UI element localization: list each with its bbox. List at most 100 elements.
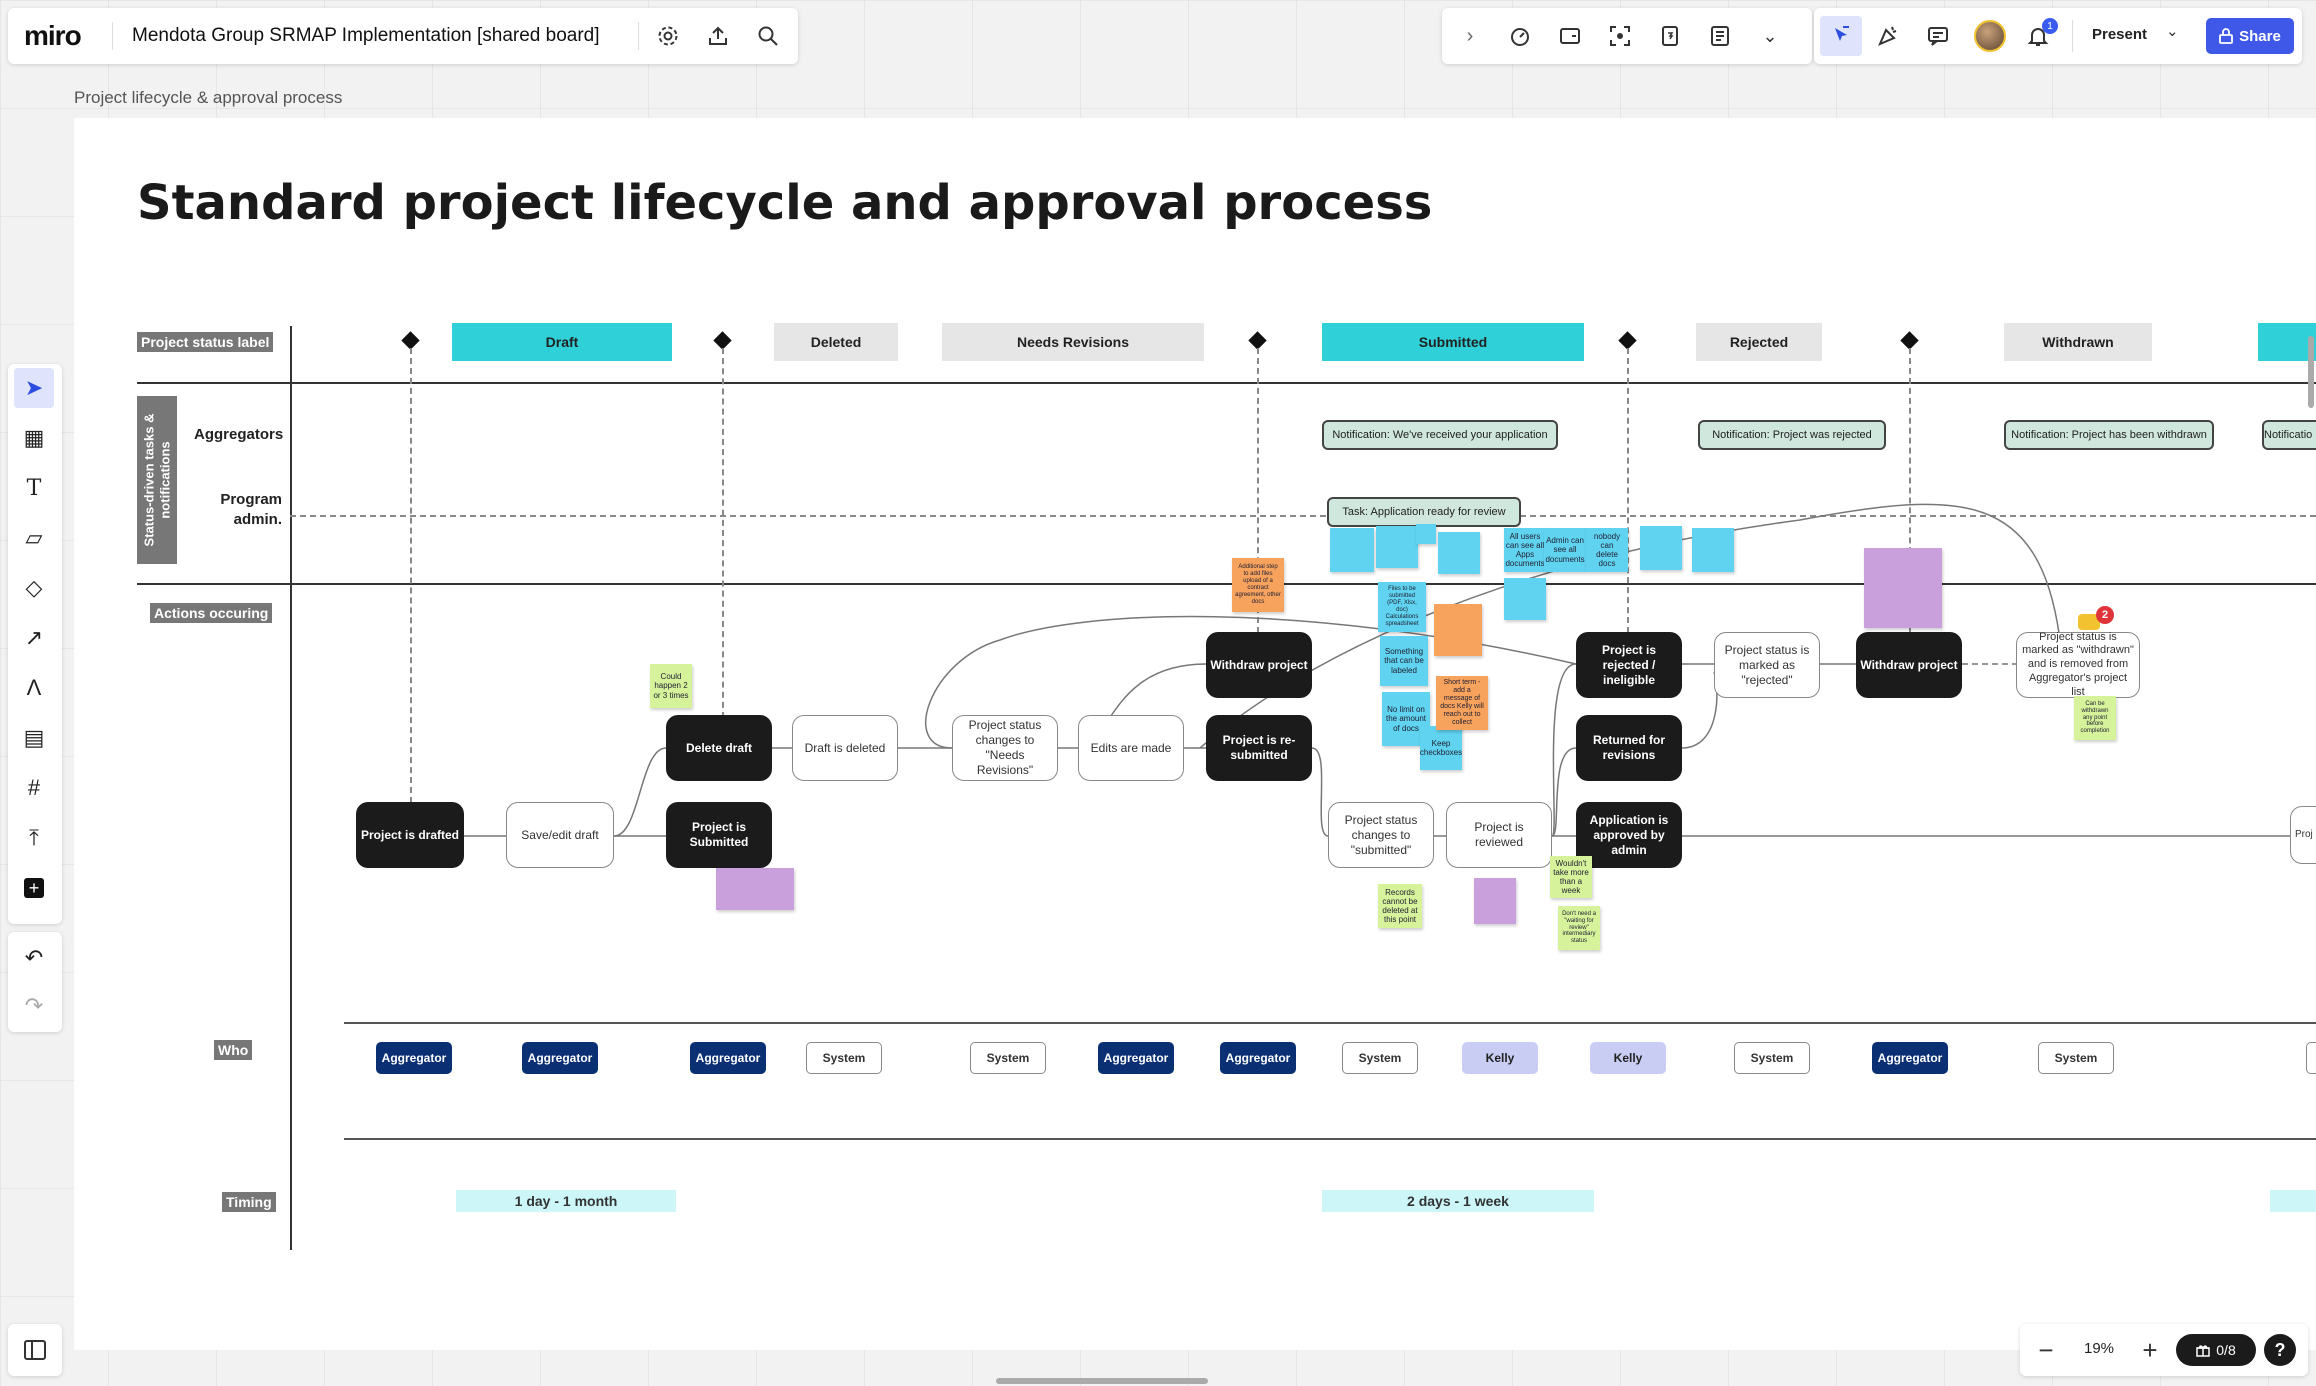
settings-icon[interactable] [650,18,686,54]
sticky-note[interactable]: Could happen 2 or 3 times [650,664,692,708]
node-project-submitted[interactable]: Project is Submitted [666,802,772,868]
divider [112,22,113,50]
sticky-note[interactable]: Don't need a "waiting for review" interm… [1558,906,1600,950]
sticky-note[interactable]: Records cannot be deleted at this point [1378,884,1422,928]
node-returned-revisions[interactable]: Returned for revisions [1576,715,1682,781]
sticky-note[interactable] [716,868,794,910]
zoom-in-icon[interactable]: + [2142,1334,2158,1365]
sticky-note-icon[interactable]: ▱ [25,525,43,550]
sticky-note[interactable]: Keep checkboxes [1420,726,1462,770]
node-delete-draft[interactable]: Delete draft [666,715,772,781]
more-chevrons-icon[interactable]: ⌄ [1762,25,1778,46]
node-project-reviewed[interactable]: Project is reviewed [1446,802,1552,868]
node-save-edit-draft[interactable]: Save/edit draft [506,802,614,868]
board-title[interactable]: Mendota Group SRMAP Implementation [shar… [132,25,600,46]
sticky-note[interactable] [1504,578,1546,620]
sticky-note[interactable] [1438,532,1480,574]
node-edits-made[interactable]: Edits are made [1078,715,1184,781]
sticky-note[interactable]: Short term - add a message of docs Kelly… [1436,676,1488,730]
status-header-deleted: Deleted [774,323,898,361]
node-approved-admin[interactable]: Application is approved by admin [1576,802,1682,868]
node-rejected-ineligible[interactable]: Project is rejected / ineligible [1576,632,1682,698]
node-status-withdrawn[interactable]: Project status is marked as "withdrawn" … [2016,631,2140,698]
present-options-chevron-icon[interactable]: ⌄ [2166,23,2179,40]
connector-line-icon[interactable]: ↗ [24,625,44,650]
actions-row-label: Actions occuring [150,603,273,623]
zoom-out-icon[interactable]: − [2038,1334,2054,1365]
templates-icon[interactable]: ▦ [23,425,45,450]
sticky-note[interactable] [1864,548,1942,628]
sidebar-panel-icon [24,1340,46,1365]
redo-icon[interactable]: ↷ [24,993,44,1018]
status-header-cut [2258,323,2316,361]
card-icon[interactable] [1552,18,1588,54]
comment-icon[interactable]: ▤ [23,725,45,750]
node-status-rejected[interactable]: Project status is marked as "rejected" [1714,632,1820,698]
sticky-note[interactable]: Something that can be labeled [1380,636,1428,686]
who-badge: Aggregator [1220,1042,1296,1074]
sticky-note[interactable]: Files to be submitted (PDF, Xlsx, doc) C… [1378,582,1426,632]
node-status-needs-revisions[interactable]: Project status changes to "Needs Revisio… [952,715,1058,781]
who-badge-cut [2306,1042,2316,1074]
sticky-note[interactable] [1434,604,1482,656]
status-header-needs-revisions: Needs Revisions [942,323,1204,361]
sticky-note[interactable]: Additional step to add files upload of a… [1232,558,1284,612]
sticky-note[interactable]: Can be withdrawn any point before comple… [2074,696,2116,740]
sticky-note[interactable]: Admin can see all documents [1544,528,1586,572]
undo-icon[interactable]: ↶ [24,945,44,970]
sticky-note[interactable] [1330,528,1374,572]
node-withdraw-project-2[interactable]: Withdraw project [1856,632,1962,698]
timer-icon[interactable] [1502,18,1538,54]
more-apps-icon[interactable]: + [14,868,54,908]
frame-label[interactable]: Project lifecycle & approval process [74,88,343,107]
node-draft-deleted[interactable]: Draft is deleted [792,715,898,781]
chevron-right-icon[interactable]: › [1466,24,1474,47]
who-badge: System [1734,1042,1810,1074]
vertical-scrollbar[interactable] [2308,336,2314,408]
select-tool-icon[interactable]: ➤ [14,368,54,408]
help-button[interactable]: ? [2264,1334,2296,1366]
search-icon[interactable] [750,18,786,54]
node-project-resubmitted[interactable]: Project is re-submitted [1206,715,1312,781]
node-status-submitted[interactable]: Project status changes to "submitted" [1328,802,1434,868]
gift-counter[interactable]: 0/8 [2176,1334,2256,1366]
sticky-note[interactable]: Wouldn't take more than a week [1550,856,1592,898]
reactions-icon[interactable] [1870,18,1906,54]
frame-icon[interactable]: # [27,775,41,800]
bell-icon[interactable] [2020,18,2056,54]
who-badge: Aggregator [522,1042,598,1074]
share-button[interactable]: Share [2206,18,2294,54]
sticky-note[interactable]: nobody can delete docs [1586,528,1628,572]
node-cut[interactable]: Proj "ap [2290,806,2316,864]
document-icon[interactable] [1702,18,1738,54]
present-button[interactable]: Present [2092,26,2148,43]
user-avatar[interactable] [1974,20,2006,52]
shapes-icon[interactable]: ◇ [25,575,43,600]
gift-counter-label: 0/8 [2216,1342,2236,1358]
upload-icon[interactable]: ⤒ [29,825,39,850]
sticky-note[interactable] [1416,524,1436,544]
zoom-level[interactable]: 19% [2084,1340,2115,1357]
who-badge: System [2038,1042,2114,1074]
miro-logo[interactable]: miro [24,20,82,51]
milestone-dashed-line [1909,348,1911,633]
screen-capture-icon[interactable] [1602,18,1638,54]
comments-icon[interactable] [1920,18,1956,54]
horizontal-scrollbar[interactable] [996,1378,1208,1384]
text-tool-icon[interactable]: T [26,475,42,501]
counter-icon[interactable] [1652,18,1688,54]
who-badge: Aggregator [690,1042,766,1074]
sticky-note[interactable] [1376,526,1418,568]
comment-marker[interactable] [2078,614,2100,630]
upload-icon[interactable] [700,18,736,54]
sticky-note[interactable] [1640,526,1682,570]
node-withdraw-project[interactable]: Withdraw project [1206,632,1312,698]
sticky-note[interactable] [1474,878,1516,924]
node-project-drafted[interactable]: Project is drafted [356,802,464,868]
follow-cursor-icon[interactable] [1820,16,1862,56]
sticky-note[interactable] [1692,528,1734,572]
milestone-dashed-line [1257,348,1259,633]
pen-icon[interactable]: Λ [26,675,42,700]
sticky-note[interactable]: All users can see all Apps documents [1504,528,1546,572]
board-panel-toggle[interactable] [8,1324,62,1376]
